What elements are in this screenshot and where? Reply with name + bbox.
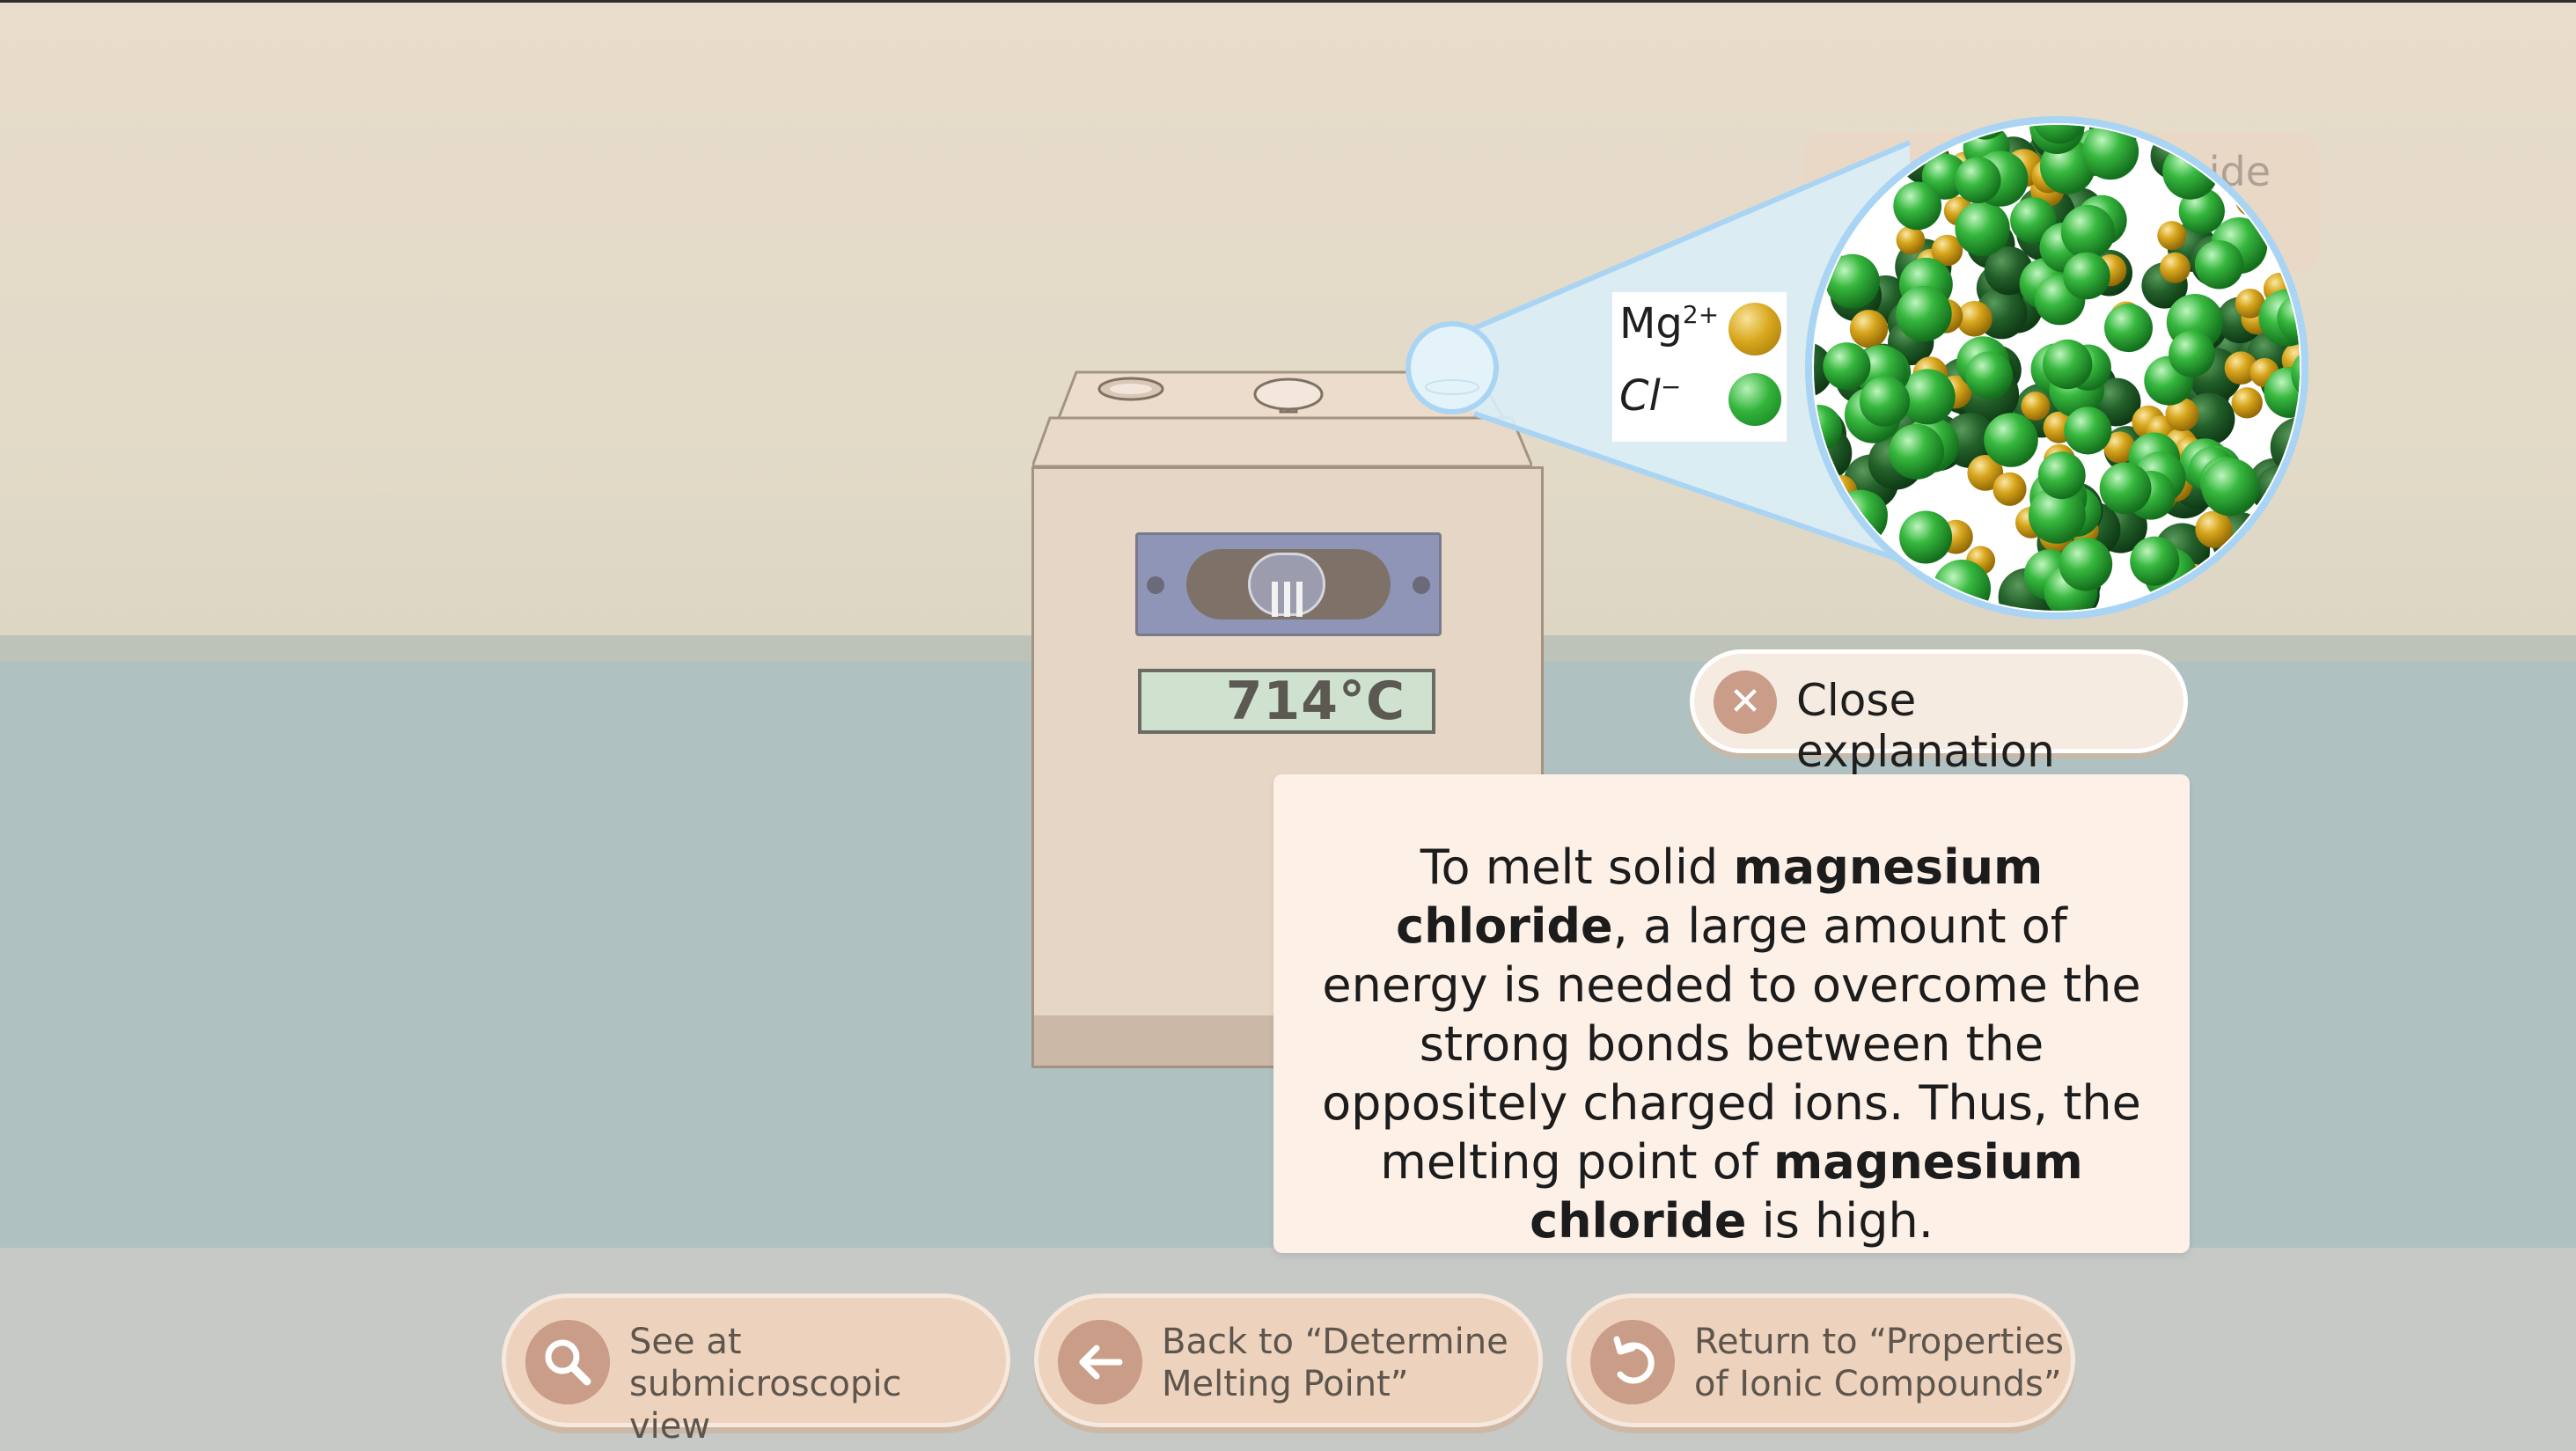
window-screw-right bbox=[1413, 576, 1430, 594]
cl-ion-particle bbox=[2060, 204, 2115, 260]
close-explanation-button[interactable]: ✕ Close explanation bbox=[1690, 649, 2188, 777]
mg-ion-particle bbox=[2235, 289, 2265, 319]
cl-ion-particle bbox=[1984, 413, 2038, 467]
cl-ion-particle bbox=[1955, 157, 2001, 203]
cl-ion-particle bbox=[2194, 240, 2244, 289]
ion-legend: Mg2+ Cl− bbox=[1612, 292, 1787, 442]
cl-ion-particle bbox=[1899, 510, 1953, 564]
capillary-tubes bbox=[1248, 553, 1325, 617]
cl-ion-particle bbox=[2064, 407, 2112, 455]
cl-ion-particle bbox=[1814, 341, 1833, 398]
cl-ion-particle bbox=[1823, 342, 1871, 391]
legend-mg-label: Mg2+ bbox=[1619, 299, 1720, 348]
cl-ion-particle bbox=[2264, 366, 2300, 418]
emphasis-compound: magnesium chloride bbox=[1396, 839, 2044, 954]
cl-ion-particle bbox=[1896, 285, 1952, 342]
mg-ion-particle bbox=[1931, 234, 1963, 267]
arrow-left-icon[interactable] bbox=[1058, 1320, 1142, 1404]
cl-ion-particle bbox=[2169, 330, 2215, 377]
temperature-readout: 714°C bbox=[1225, 671, 1405, 732]
mg-ion-particle bbox=[1896, 225, 1926, 255]
temperature-display: 714°C bbox=[1138, 669, 1435, 734]
mg-ion-swatch bbox=[1728, 303, 1781, 355]
cl-ion-particle bbox=[2043, 339, 2093, 390]
mg-ion-particle bbox=[2195, 510, 2233, 548]
cl-ion-particle bbox=[2104, 304, 2153, 353]
cl-ion-particle bbox=[2099, 462, 2152, 515]
magnifier-focus-point bbox=[1405, 321, 1499, 414]
explanation-card: To melt solid magnesium chloride, a larg… bbox=[1273, 774, 2190, 1253]
mg-ion-particle bbox=[1956, 301, 1993, 337]
cl-ion-particle bbox=[2201, 458, 2260, 517]
mg-ion-particle bbox=[2160, 252, 2191, 283]
cl-ion-particle bbox=[2037, 451, 2086, 500]
cl-ion-particle bbox=[2130, 536, 2180, 586]
emphasis-compound: magnesium chloride bbox=[1530, 1134, 2083, 1249]
mg-ion-particle bbox=[2165, 398, 2199, 432]
return-icon[interactable] bbox=[1590, 1320, 1675, 1404]
legend-cl-label: Cl− bbox=[1619, 371, 1682, 421]
sample-viewing-window bbox=[1135, 532, 1442, 636]
mg-ion-particle bbox=[2157, 221, 2187, 251]
cl-ion-particle bbox=[1889, 423, 1945, 480]
cl-ion-particle bbox=[2010, 197, 2057, 244]
cl-ion-particle bbox=[2028, 486, 2086, 544]
cl-ion-particle bbox=[1955, 201, 2010, 256]
cl-ion-particle bbox=[2059, 537, 2113, 591]
cl-ion-particle bbox=[1965, 351, 2014, 399]
explanation-text: To melt solid magnesium chloride, a larg… bbox=[1322, 839, 2141, 1249]
search-icon[interactable] bbox=[525, 1320, 610, 1404]
cl-ion-particle bbox=[1859, 376, 1911, 427]
cl-ion-swatch bbox=[1728, 373, 1781, 426]
mg-ion-particle bbox=[2103, 431, 2136, 464]
mg-ion-particle bbox=[1993, 472, 2027, 506]
cl-ion-particle bbox=[1899, 369, 1956, 425]
close-explanation-label: Close explanation bbox=[1796, 675, 2055, 777]
cl-ion-particle bbox=[2063, 252, 2110, 300]
mg-ion-particle bbox=[1849, 310, 1889, 348]
mg-ion-particle bbox=[1967, 455, 2004, 491]
cl-ion-particle bbox=[2081, 125, 2139, 180]
mg-ion-particle bbox=[2021, 392, 2051, 421]
cl-ion-particle bbox=[2178, 187, 2225, 234]
window-screw-left bbox=[1147, 576, 1164, 594]
cl-ion-particle bbox=[1825, 253, 1880, 309]
close-icon[interactable]: ✕ bbox=[1714, 671, 1777, 734]
mg-ion-particle bbox=[2224, 351, 2258, 385]
cl-ion-particle bbox=[1893, 181, 1942, 231]
cl-ion-particle bbox=[2032, 125, 2088, 144]
cl-ion-particle bbox=[2277, 294, 2300, 343]
top-border bbox=[0, 0, 2576, 3]
mg-ion-particle bbox=[2231, 387, 2263, 419]
